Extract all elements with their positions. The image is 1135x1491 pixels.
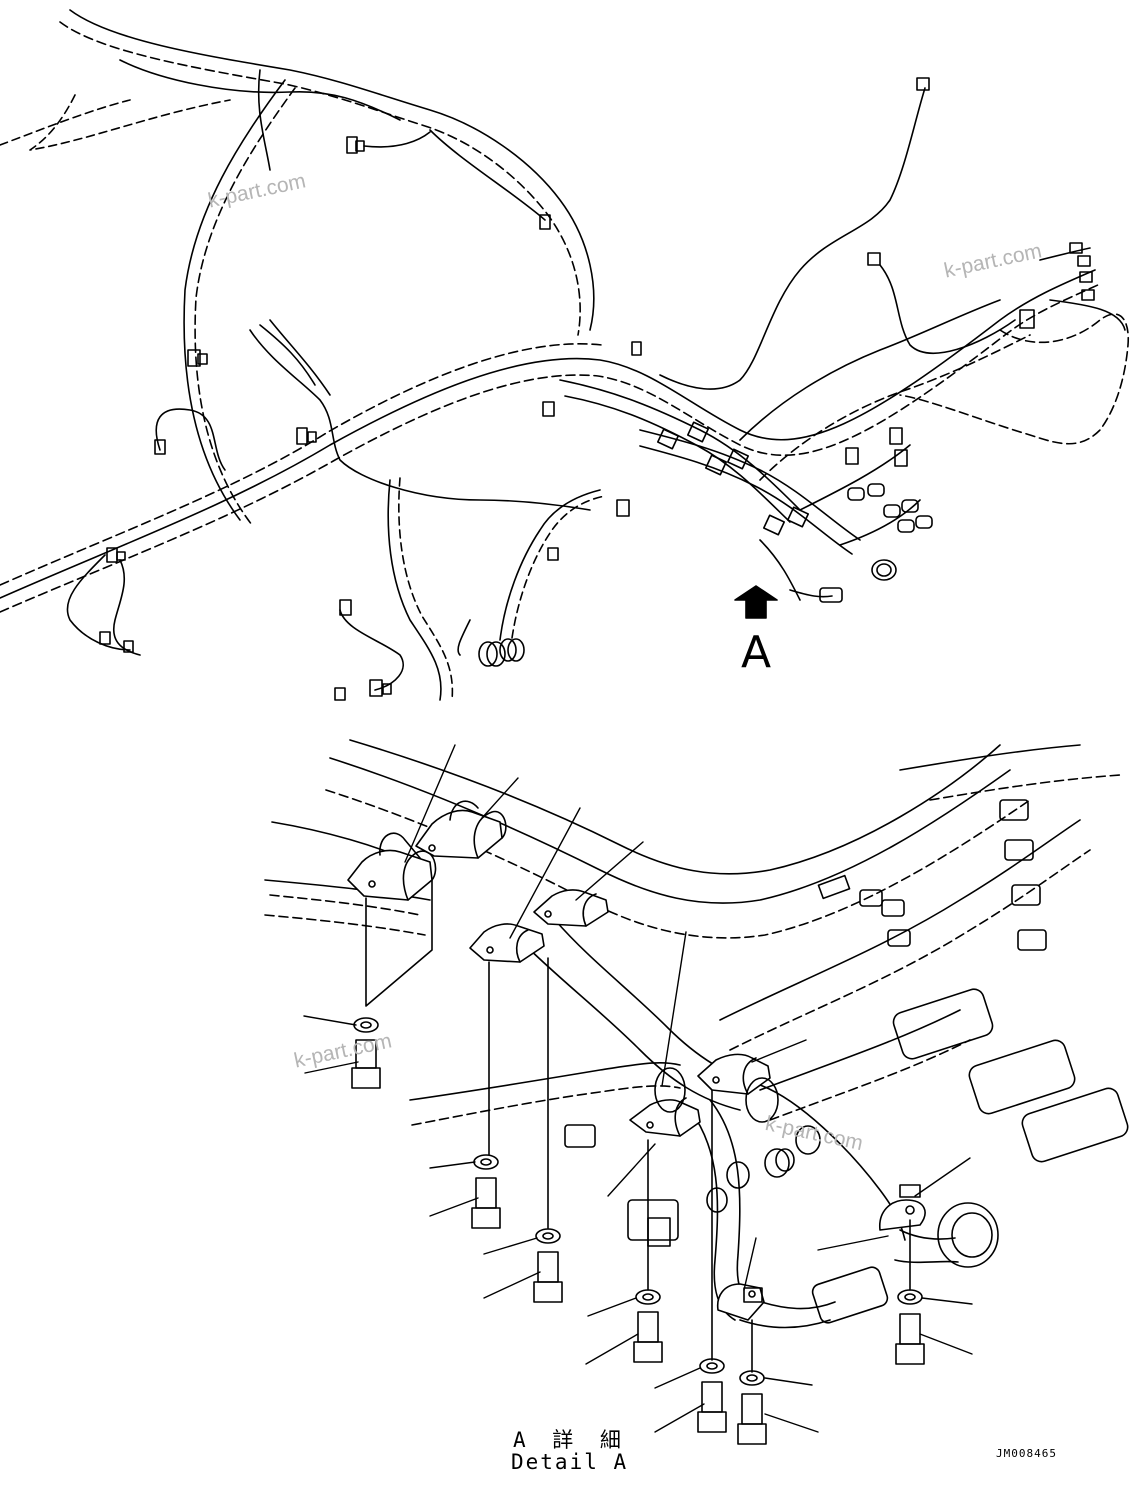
hardware-washer-bolt-5 — [697, 1358, 727, 1433]
hardware-washer-bolt-7 — [895, 1289, 925, 1365]
detail-a-view — [264, 739, 1129, 1445]
detail-caption-japanese: A 詳 細 — [513, 1428, 628, 1452]
detail-caption-english: Detail A — [511, 1450, 629, 1474]
hardware-washer-bolt-4 — [633, 1289, 663, 1363]
harness-overview — [0, 9, 1130, 701]
callout-leaders — [303, 744, 973, 1433]
hardware-washer-bolt-6 — [737, 1370, 767, 1445]
view-arrow-label: A — [741, 627, 772, 678]
hardware-washer-bolt-2 — [471, 1154, 501, 1229]
drawing-number: JM008465 — [996, 1447, 1057, 1460]
hardware-washer-bolt-3 — [533, 1228, 563, 1303]
